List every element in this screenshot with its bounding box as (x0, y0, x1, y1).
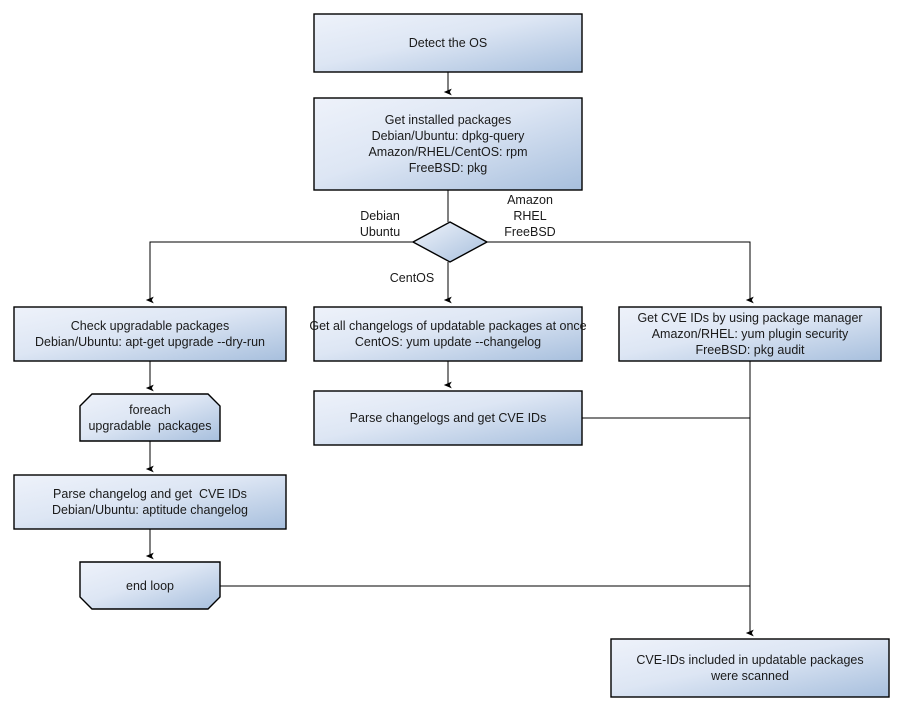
node-parse-changelog-debian[interactable] (13, 474, 287, 530)
node-parse-changelogs-centos[interactable] (313, 390, 583, 446)
node-end-loop[interactable] (79, 561, 221, 610)
node-get-all-changelogs[interactable] (313, 306, 583, 362)
node-get-cve-ids-pkgmgr[interactable] (618, 306, 882, 362)
edge-decision-to-get-cve-ids (487, 241, 754, 304)
node-foreach-loop[interactable] (79, 393, 221, 442)
node-os-decision[interactable] (411, 221, 489, 263)
node-check-upgradable[interactable] (13, 306, 287, 362)
node-get-installed-packages[interactable] (313, 97, 583, 191)
node-detect-os[interactable] (313, 13, 583, 73)
edge-decision-to-check-upgradable (145, 241, 413, 304)
node-result-scanned[interactable] (610, 638, 890, 698)
